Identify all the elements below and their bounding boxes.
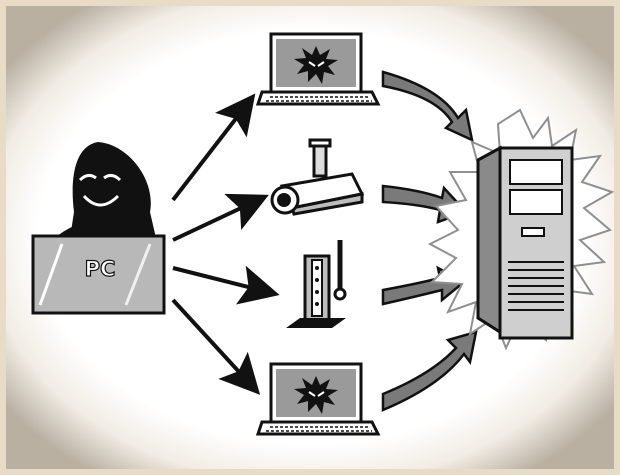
arrow-to-laptop-bottom [171,298,261,395]
laptop-virus-icon [255,32,381,106]
arrow-to-camera [172,193,269,242]
arrow-to-laptop-top [171,93,256,202]
attacker-pc-icon [31,234,166,315]
traffic-arrow-4 [381,330,478,412]
server-tower-icon [476,145,574,340]
traffic-arrow-1 [381,70,474,143]
attacker-pc-label: PC [84,256,116,281]
security-camera-icon [270,138,365,216]
arrow-to-router [172,265,280,305]
router-icon [286,240,347,328]
attack-arrows [171,93,280,395]
laptop-virus-icon [255,362,381,436]
